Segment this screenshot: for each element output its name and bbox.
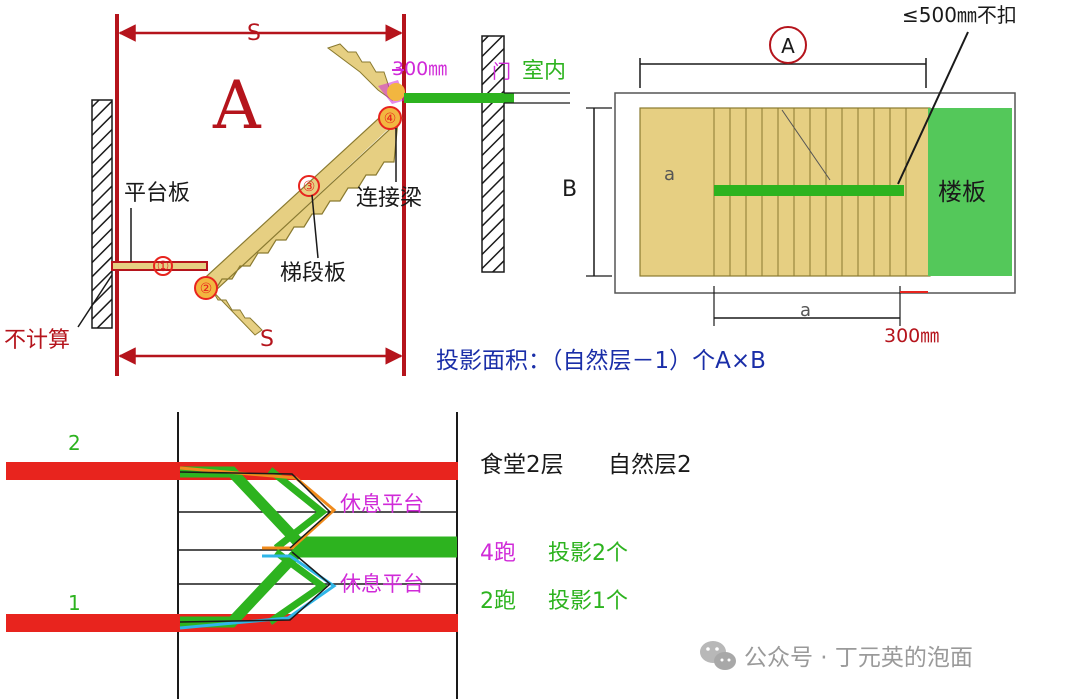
rest-platform-upper: 休息平台 (340, 492, 424, 516)
proj-1: 投影1个 (548, 589, 628, 614)
left-wall-hatch (91, 99, 113, 329)
proj-2: 投影2个 (548, 541, 628, 566)
upper-joint-blob (387, 83, 405, 101)
watermark-text: 公众号 · 丁元英的泡面 (744, 645, 973, 671)
plan-circle-a (769, 26, 807, 64)
schematic-view: 2 1 食堂2层 自然层2 休息平台 休息平台 4跑 投影2个 2跑 投影1个 (6, 412, 692, 699)
plan-formula: 投影面积：（自然层－1）个A×B (436, 348, 766, 374)
plan-label-b: B (562, 177, 577, 202)
plan-view: A ≤500㎜不扣 B a 楼板 a 300㎜ 投影面积：（自然层－1）个A×B (436, 3, 1017, 374)
node-4 (378, 106, 402, 130)
plan-label-300: 300㎜ (884, 325, 939, 347)
section-view: ① ② ③ ④ A S S 300㎜ 门 室内 平台板 连接梁 梯段板 不计算 (4, 14, 570, 376)
rest-platform-lower: 休息平台 (340, 572, 424, 596)
label-indoor: 室内 (522, 59, 566, 84)
node-2 (194, 276, 218, 300)
node-3 (298, 175, 320, 197)
label-beam: 连接梁 (356, 186, 422, 211)
node-3-label: ③ (303, 179, 316, 195)
flight-orange-outline (179, 466, 337, 550)
wechat-icon (700, 641, 736, 670)
label-door: 门 (492, 61, 511, 83)
note-500-label: ≤500㎜不扣 (902, 3, 1017, 27)
node-4-label: ④ (384, 111, 397, 127)
flight-inner-green-1 (267, 467, 328, 551)
level-2-label: 2 (68, 431, 81, 455)
flight-leader (311, 194, 319, 259)
upper-flight-stub (326, 43, 393, 102)
note-500-leader (897, 31, 969, 185)
node-1 (153, 256, 173, 276)
plan-label-floor: 楼板 (938, 178, 986, 206)
dim-s-bottom-label: S (260, 327, 274, 352)
schem-natural-floor: 自然层2 (608, 452, 692, 478)
node-2-label: ② (200, 281, 213, 297)
label-platform: 平台板 (124, 181, 190, 206)
label-flight: 梯段板 (280, 261, 346, 286)
flight-inner-green-2 (268, 549, 329, 625)
platform-slab (111, 261, 208, 271)
exclude-leader (77, 274, 113, 328)
section-letter-a: A (212, 67, 262, 144)
plan-label-a-inner: a (664, 164, 675, 185)
label-300-section: 300㎜ (392, 58, 447, 80)
schem-title: 食堂2层 (480, 452, 564, 478)
run-2: 2跑 (480, 589, 516, 614)
flight-black-outline-up (179, 471, 332, 549)
plan-outer-outline (614, 92, 1016, 294)
run-4: 4跑 (480, 541, 516, 566)
plan-floor-slab (928, 108, 1012, 276)
plan-circle-a-label: A (781, 34, 795, 58)
label-exclude: 不计算 (4, 328, 70, 353)
level-1-label: 1 (68, 591, 81, 615)
watermark: 公众号 · 丁元英的泡面 (700, 641, 973, 671)
dim-s-top-label: S (247, 21, 261, 46)
flight-black-outline-low (179, 551, 332, 623)
upper-floor-slab (404, 93, 514, 103)
plan-well-beam (714, 185, 904, 196)
plan-label-a-bottom: a (800, 300, 811, 321)
plan-diagonal-break (781, 109, 831, 181)
node-1-label: ① (157, 259, 170, 275)
